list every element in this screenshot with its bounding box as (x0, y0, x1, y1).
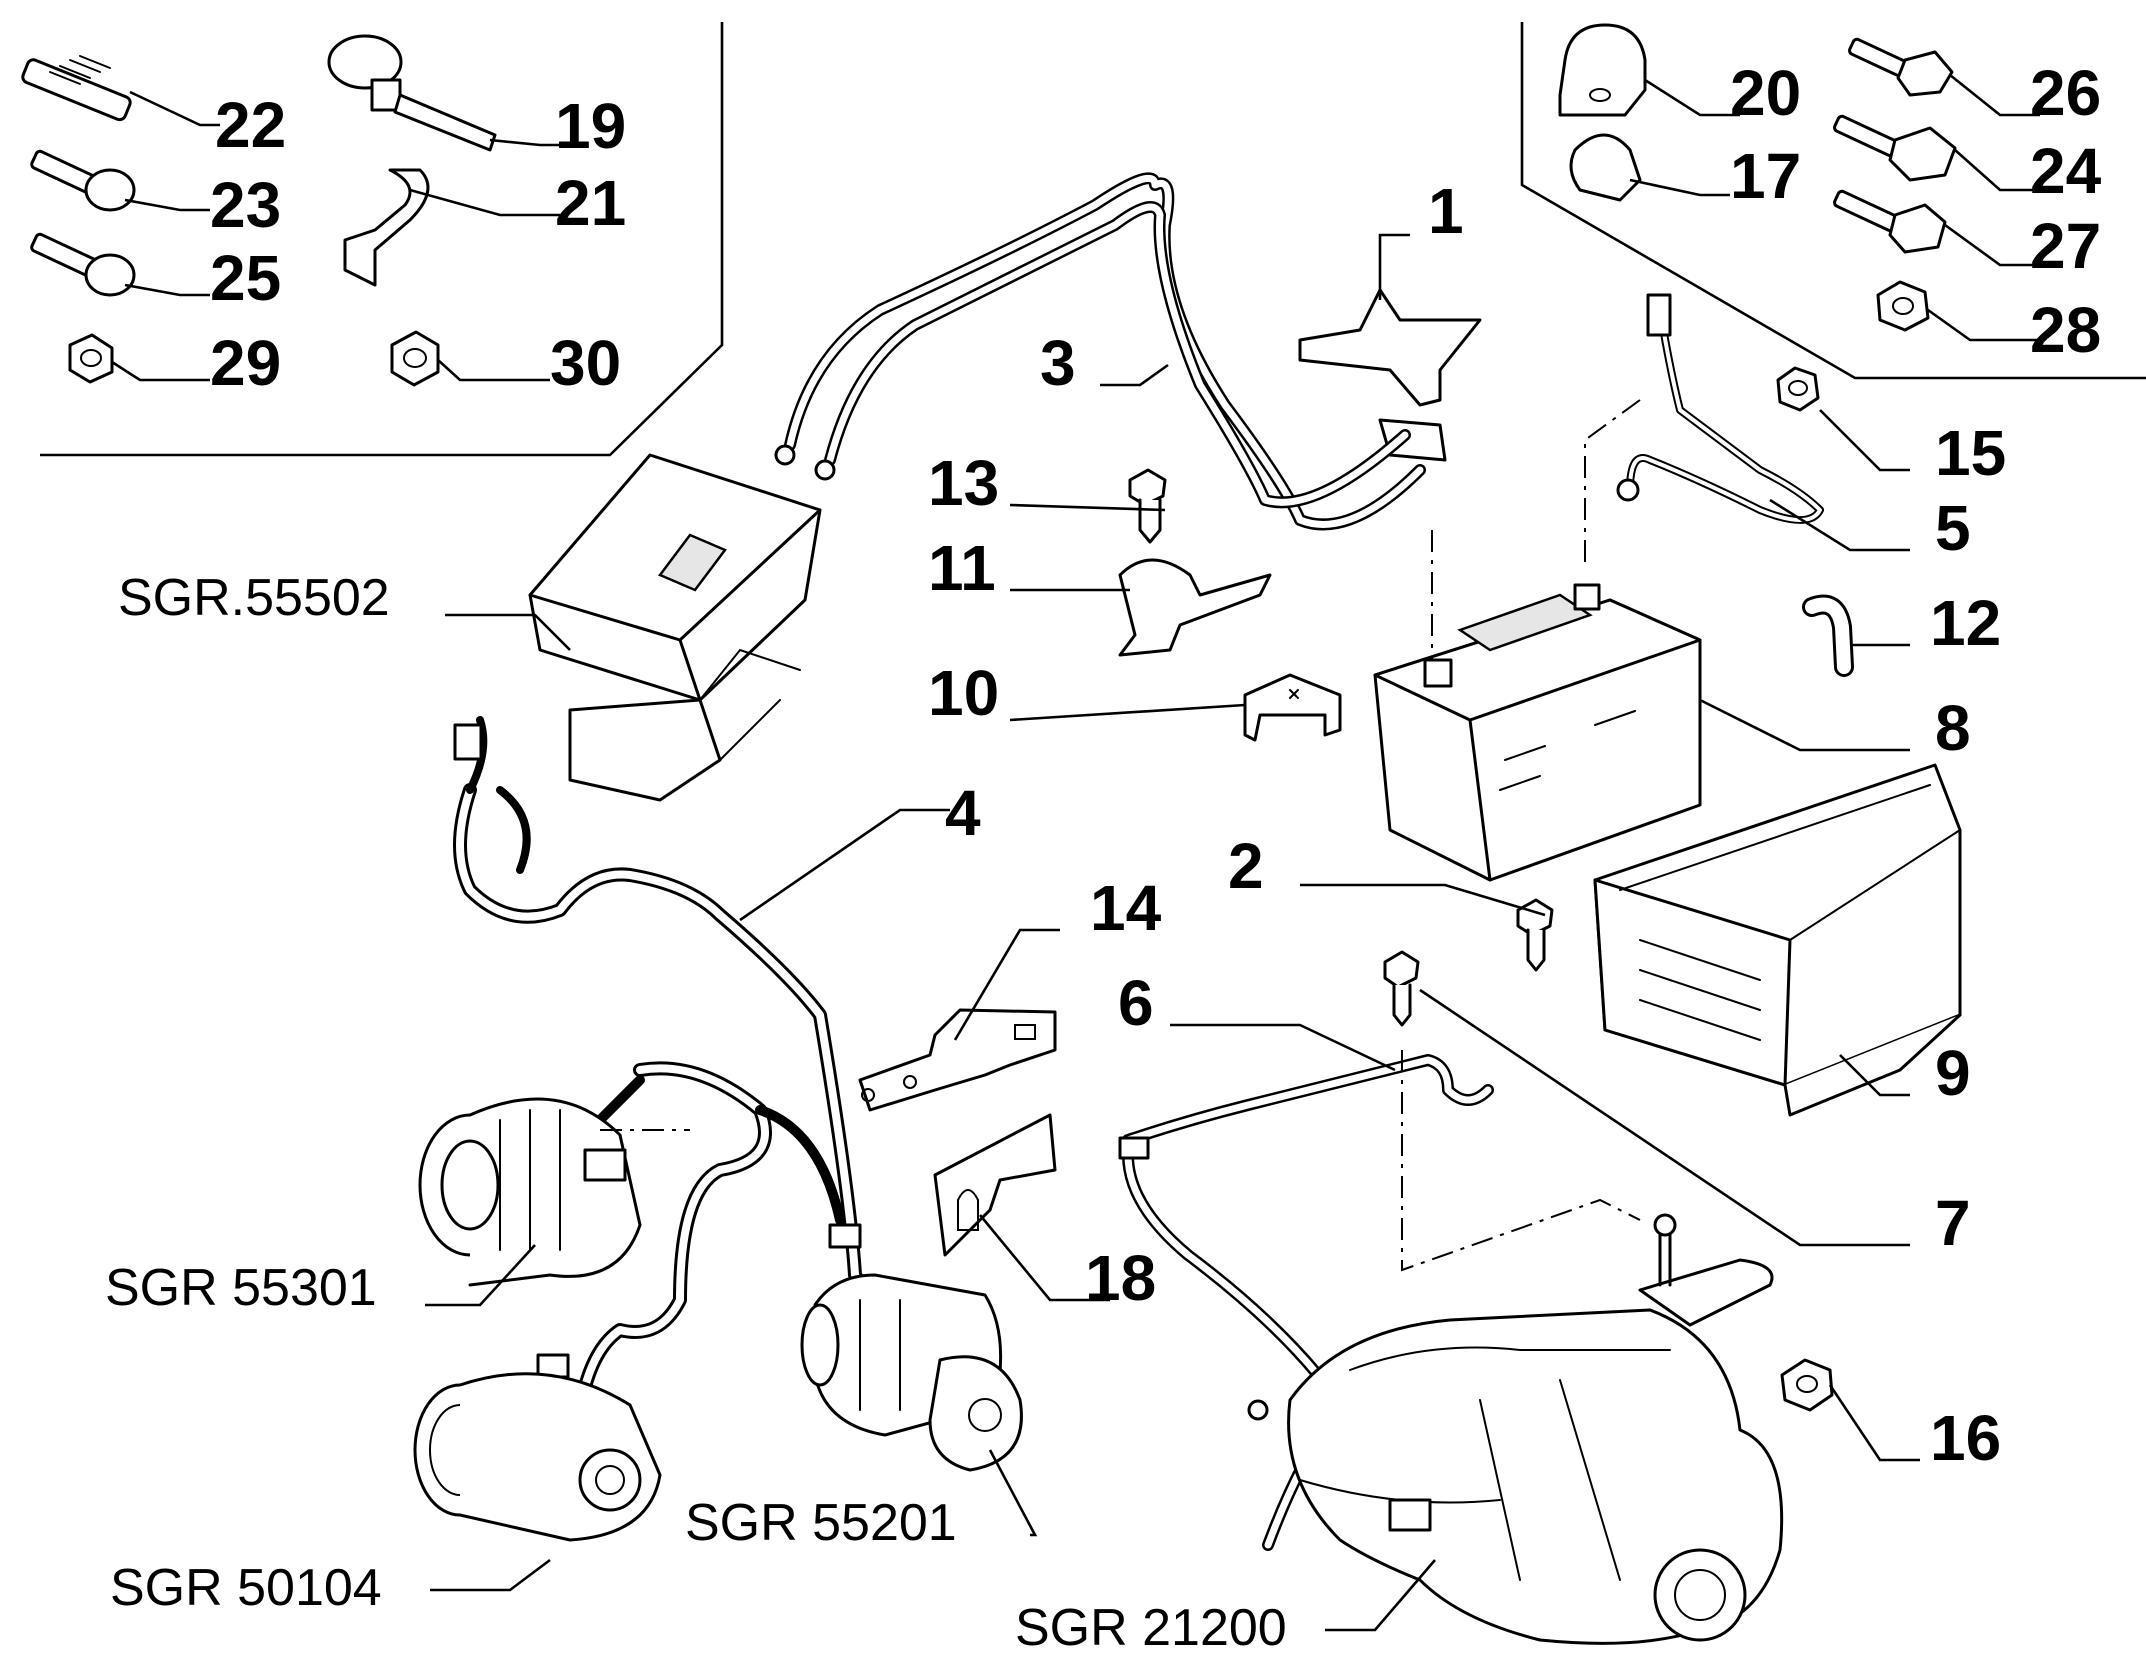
nut-28-icon (1876, 280, 1930, 332)
battery-tray-9 (1593, 763, 1962, 1117)
callout-14: 14 (1090, 872, 1162, 944)
callout-3: 3 (1040, 327, 1076, 399)
reference-sgr-21200: SGR 21200 (1015, 1599, 1287, 1657)
callout-15: 15 (1935, 417, 2006, 489)
bolt-27-icon (1833, 189, 1947, 254)
battery-cable-3 (774, 172, 1426, 531)
bolt-13-icon (1128, 468, 1167, 544)
callout-21: 21 (555, 167, 626, 239)
battery-8 (1373, 583, 1702, 882)
clip-21-icon (343, 168, 430, 287)
callout-10: 10 (928, 657, 999, 729)
callout-8: 8 (1935, 692, 1971, 764)
callout-30: 30 (550, 327, 621, 399)
bracket-14 (858, 1008, 1057, 1112)
hose-12-icon (1802, 594, 1854, 677)
nut-16-icon (1780, 1358, 1834, 1412)
nut-29-icon (68, 333, 114, 384)
reference-sgr-55502: SGR.55502 (118, 569, 390, 627)
hardware-frame-right (1520, 22, 2146, 380)
wiring-harness-4 (453, 716, 892, 1417)
callout-16: 16 (1930, 1402, 2001, 1474)
callout-22: 22 (215, 89, 286, 161)
bracket-11 (1118, 558, 1272, 657)
callout-13: 13 (928, 447, 999, 519)
bolt-7-icon (1383, 950, 1420, 1027)
bracket-1 (1298, 288, 1482, 462)
reference-sgr-55301: SGR 55301 (105, 1259, 377, 1317)
reference-sgr-55201: SGR 55201 (685, 1494, 957, 1552)
ground-wire-5 (1616, 293, 1824, 524)
callout-1: 1 (1428, 175, 1464, 247)
callout-29: 29 (210, 327, 281, 399)
callout-26: 26 (2030, 57, 2101, 129)
callout-23: 23 (210, 169, 281, 241)
callout-9: 9 (1935, 1037, 1971, 1109)
reference-labels: SGR.55502 SGR 55301 SGR 50104 SGR 55201 … (105, 569, 1287, 1657)
starter-motor (800, 1273, 1023, 1472)
callout-labels: 22 23 25 29 19 21 30 20 17 26 24 27 28 1… (210, 57, 2102, 1474)
bolt-23-icon (30, 149, 136, 212)
callout-24: 24 (2030, 135, 2102, 207)
control-unit (528, 453, 822, 802)
gearbox (1287, 1213, 1784, 1645)
callout-28: 28 (2030, 294, 2101, 366)
alternator (418, 1097, 642, 1287)
callout-7: 7 (1935, 1187, 1971, 1259)
nut-30-icon (390, 330, 440, 387)
assembly-line-bolt-7 (1401, 1050, 1641, 1272)
bolt-26-icon (1848, 37, 1954, 97)
clip-17-icon (1569, 133, 1642, 202)
reference-sgr-50104: SGR 50104 (110, 1559, 382, 1617)
clamp-19-icon (327, 34, 497, 152)
bolt-24-icon (1833, 114, 1957, 182)
leader-lines (111, 73, 2040, 1632)
callout-5: 5 (1935, 492, 1971, 564)
bolt-25-icon (30, 232, 136, 297)
callout-11: 11 (928, 532, 996, 604)
bolt-2-icon (1516, 898, 1554, 972)
callout-27: 27 (2030, 210, 2101, 282)
callout-18: 18 (1085, 1242, 1156, 1314)
bracket-10 (1243, 673, 1342, 742)
callout-4: 4 (945, 777, 981, 849)
callout-17: 17 (1730, 140, 1801, 212)
bolt-22-icon (21, 55, 132, 122)
nut-15-icon (1776, 366, 1820, 412)
callout-12: 12 (1930, 587, 2001, 659)
hardware-frame-left (40, 22, 724, 457)
callout-19: 19 (555, 90, 626, 162)
clip-20-icon (1558, 23, 1647, 117)
callout-6: 6 (1118, 967, 1154, 1039)
callout-2: 2 (1228, 830, 1264, 902)
callout-20: 20 (1730, 57, 1801, 129)
ac-compressor (413, 1372, 662, 1542)
callout-25: 25 (210, 242, 281, 314)
shim-18 (933, 1113, 1057, 1257)
